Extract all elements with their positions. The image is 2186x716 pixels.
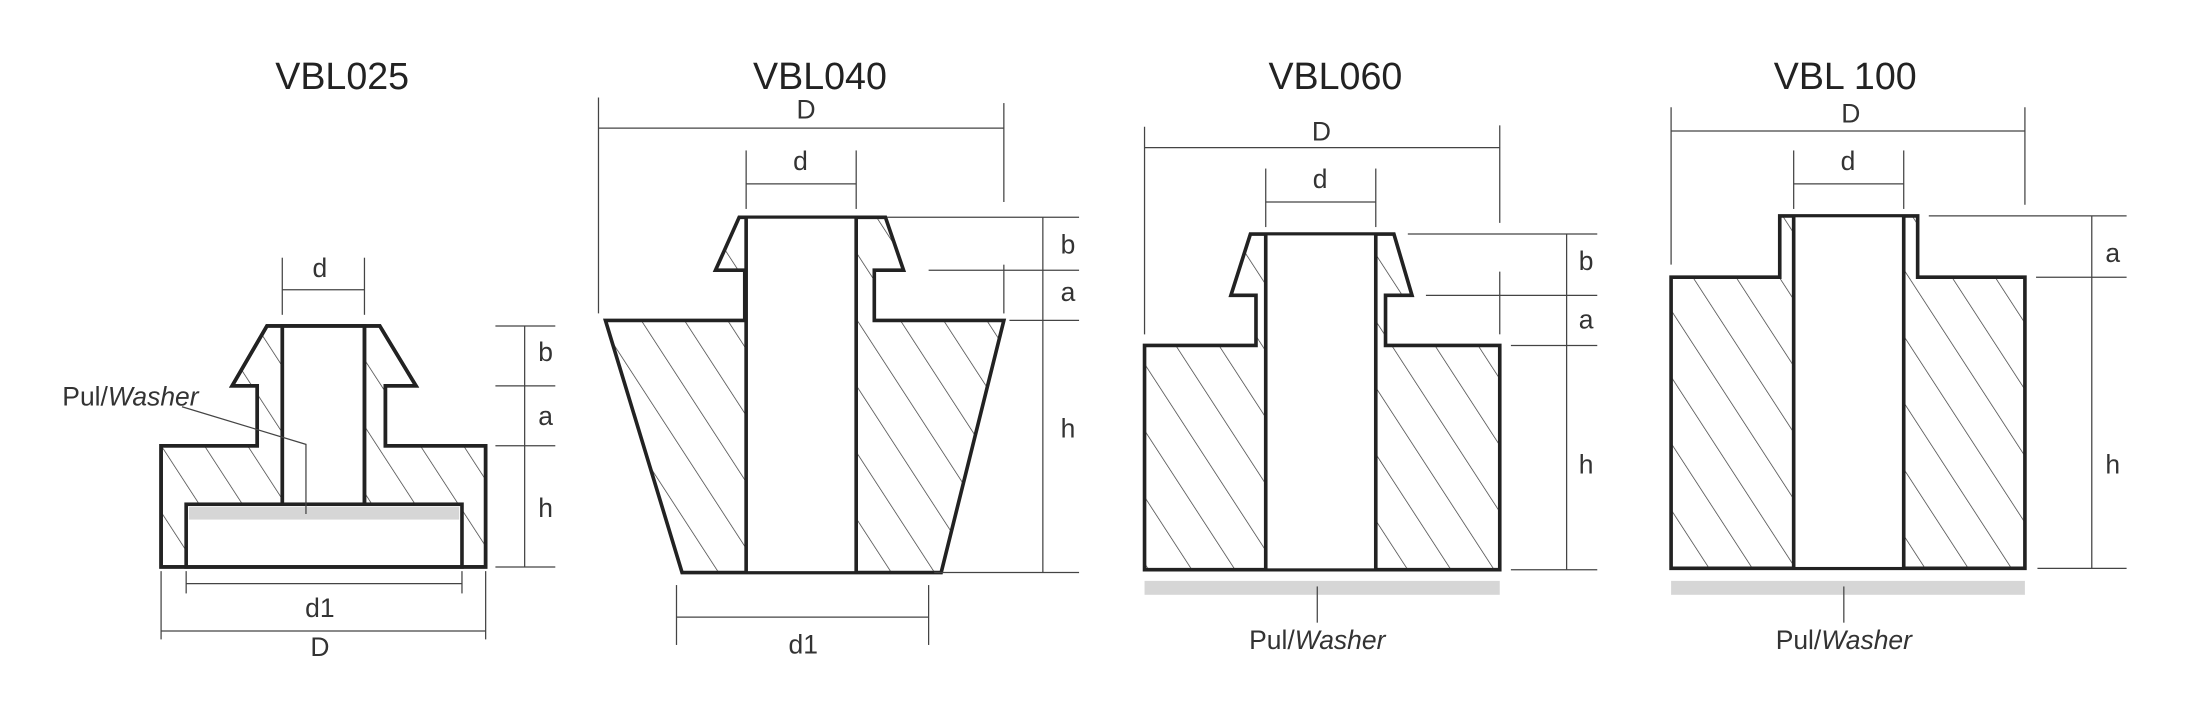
dimension-label-a: a — [1579, 305, 1594, 335]
washer-label-prefix: Pul/ — [1776, 625, 1822, 655]
dimension-label-b: b — [1579, 246, 1594, 276]
dimension-label: d — [1313, 164, 1328, 194]
dimension-D: D — [597, 94, 1005, 314]
dimension-label: d — [793, 146, 808, 176]
washer-label-italic: Washer — [108, 381, 200, 411]
drawing-title: VBL040 — [753, 55, 887, 97]
dimension-label-a: a — [538, 401, 553, 431]
drawing-vbl100: VBL 100 D d a h Pul/Washer — [1669, 55, 2127, 655]
dimension-label: D — [1312, 117, 1331, 147]
washer — [1144, 580, 1500, 595]
washer — [188, 507, 460, 520]
svg-text:Pul/Washer: Pul/Washer — [1249, 625, 1386, 655]
dimension-D: D — [160, 571, 487, 662]
washer-label-italic: Washer — [1821, 625, 1913, 655]
bore — [1793, 217, 1904, 567]
dimension-d: d — [281, 253, 366, 315]
dimension-label: d — [313, 253, 328, 283]
dimension-label-b: b — [538, 337, 553, 367]
svg-text:Pul/Washer: Pul/Washer — [62, 381, 199, 411]
dimension-d1: d1 — [185, 571, 463, 623]
dimension-label: D — [1841, 99, 1860, 129]
dimension-height-stack: b a h — [495, 325, 556, 568]
washer — [1671, 580, 2025, 595]
dimension-height-stack: b a h — [886, 216, 1080, 574]
washer-label-prefix: Pul/ — [1249, 625, 1295, 655]
bore — [280, 324, 367, 508]
bore — [1265, 235, 1376, 569]
washer-callout: Pul/Washer — [1776, 586, 1913, 655]
dimension-label: D — [796, 94, 815, 124]
dimension-label-a: a — [2105, 238, 2120, 268]
dimension-label-h: h — [2105, 450, 2120, 480]
washer-callout: Pul/Washer — [1249, 586, 1387, 655]
drawing-title: VBL060 — [1268, 55, 1402, 97]
dimension-height-stack: a h — [1928, 215, 2127, 569]
svg-text:Pul/Washer: Pul/Washer — [1776, 625, 1913, 655]
washer-label-prefix: Pul/ — [62, 381, 108, 411]
drawing-vbl060: VBL060 D d b a h Pul/Washer — [1142, 55, 1598, 655]
dimension-D: D — [1670, 99, 2026, 265]
dimension-height-stack: b a h — [1407, 233, 1598, 571]
dimension-label-b: b — [1061, 230, 1076, 260]
washer-label-italic: Washer — [1295, 625, 1387, 655]
dimension-d: d — [745, 146, 857, 209]
drawing-title: VBL 100 — [1774, 55, 1917, 97]
dimension-label: d1 — [789, 629, 818, 659]
dimension-d: d — [1265, 164, 1377, 228]
dimension-label: D — [310, 632, 329, 662]
dimension-d1: d1 — [675, 585, 930, 659]
dimension-d: d — [1793, 146, 1905, 209]
dimension-D: D — [1143, 117, 1501, 335]
dimension-label: d — [1841, 146, 1856, 176]
drawing-title: VBL025 — [275, 55, 409, 97]
dimension-label-h: h — [1579, 450, 1594, 480]
bore — [746, 218, 857, 572]
dimension-label-a: a — [1061, 277, 1076, 307]
dimension-label-h: h — [1061, 413, 1076, 443]
washer-callout: Pul/Washer — [62, 381, 307, 515]
dimension-label-h: h — [538, 493, 553, 523]
dimension-label: d1 — [305, 593, 334, 623]
drawing-vbl040: VBL040 D d b a h d1 — [597, 55, 1080, 659]
drawing-vbl025: VBL025 d b a h d1 — [62, 55, 556, 662]
